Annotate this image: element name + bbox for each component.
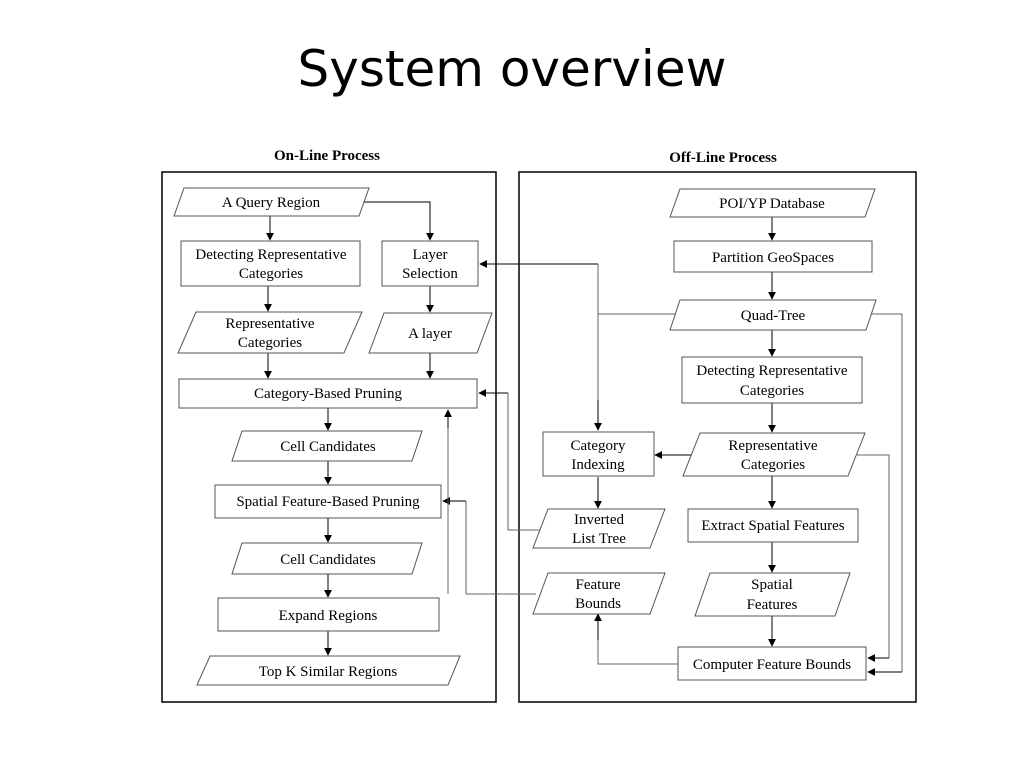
node-rep-cat-offline-line1: Representative xyxy=(728,438,817,454)
node-category-pruning-label: Category-Based Pruning xyxy=(254,386,402,402)
node-cell-candidates-1: Cell Candidates xyxy=(231,430,423,462)
node-cell-candidates-2-label: Cell Candidates xyxy=(280,552,376,568)
node-detect-rep-cat-online: Detecting Representative Categories xyxy=(180,240,361,287)
offline-panel-label: Off-Line Process xyxy=(669,150,777,166)
node-spatial-features: Spatial Features xyxy=(694,572,851,617)
node-detect-rep-cat-online-line1: Detecting Representative xyxy=(195,247,347,263)
node-expand-regions: Expand Regions xyxy=(217,597,440,632)
node-a-layer-label: A layer xyxy=(408,326,452,342)
slide-title: System overview xyxy=(297,40,727,98)
node-layer-selection-line1: Layer xyxy=(413,247,448,263)
node-expand-regions-label: Expand Regions xyxy=(279,608,378,624)
node-category-indexing: Category Indexing xyxy=(542,431,655,477)
edges xyxy=(264,201,903,676)
node-detect-rep-cat-offline: Detecting Representative Categories xyxy=(681,356,863,404)
offline-panel xyxy=(518,171,917,703)
node-spatial-pruning-label: Spatial Feature-Based Pruning xyxy=(236,494,420,510)
node-category-indexing-line2: Indexing xyxy=(571,457,625,473)
node-extract-features: Extract Spatial Features xyxy=(687,508,859,543)
node-inverted-list: Inverted List Tree xyxy=(532,508,666,549)
node-spatial-features-line1: Spatial xyxy=(751,577,793,593)
online-panel-label: On-Line Process xyxy=(274,148,380,164)
node-query-region: A Query Region xyxy=(173,187,370,217)
node-cell-candidates-2: Cell Candidates xyxy=(231,542,423,575)
node-spatial-pruning: Spatial Feature-Based Pruning xyxy=(214,484,442,519)
node-inverted-list-line2: List Tree xyxy=(572,531,626,547)
node-extract-features-label: Extract Spatial Features xyxy=(701,518,844,534)
node-detect-rep-cat-online-line2: Categories xyxy=(239,266,303,282)
node-category-indexing-line1: Category xyxy=(571,438,626,454)
node-partition: Partition GeoSpaces xyxy=(673,240,873,273)
node-feature-bounds: Feature Bounds xyxy=(532,572,666,615)
node-layer-selection-line2: Selection xyxy=(402,266,458,282)
node-top-k-label: Top K Similar Regions xyxy=(259,664,398,680)
node-a-layer: A layer xyxy=(368,312,493,354)
node-category-pruning: Category-Based Pruning xyxy=(178,378,478,409)
node-rep-cat-offline: Representative Categories xyxy=(682,432,866,477)
node-compute-bounds-label: Computer Feature Bounds xyxy=(693,657,851,673)
node-top-k: Top K Similar Regions xyxy=(196,655,461,686)
node-detect-rep-cat-offline-line1: Detecting Representative xyxy=(696,363,848,379)
node-partition-label: Partition GeoSpaces xyxy=(712,250,834,266)
node-rep-cat-online-line1: Representative xyxy=(225,316,314,332)
node-feature-bounds-line1: Feature xyxy=(576,577,621,593)
node-quad-tree-label: Quad-Tree xyxy=(741,308,806,324)
node-rep-cat-online-line2: Categories xyxy=(238,335,302,351)
node-poi-db: POI/YP Database xyxy=(669,188,876,218)
node-layer-selection: Layer Selection xyxy=(381,240,479,287)
node-spatial-features-line2: Features xyxy=(747,597,798,613)
node-inverted-list-line1: Inverted xyxy=(574,512,624,528)
node-feature-bounds-line2: Bounds xyxy=(575,596,621,612)
node-cell-candidates-1-label: Cell Candidates xyxy=(280,439,376,455)
node-rep-cat-offline-line2: Categories xyxy=(741,457,805,473)
node-query-region-label: A Query Region xyxy=(222,195,321,211)
node-compute-bounds: Computer Feature Bounds xyxy=(677,646,867,681)
online-panel xyxy=(161,171,497,703)
node-rep-cat-online: Representative Categories xyxy=(177,311,363,354)
node-poi-db-label: POI/YP Database xyxy=(719,196,825,212)
node-quad-tree: Quad-Tree xyxy=(669,299,877,331)
node-detect-rep-cat-offline-line2: Categories xyxy=(740,383,804,399)
